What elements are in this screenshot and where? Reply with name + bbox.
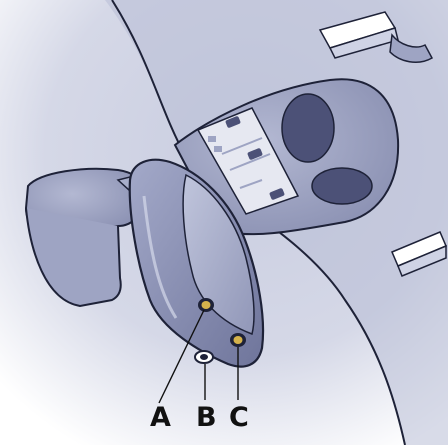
console-recess-upper xyxy=(282,94,334,162)
callout-b: B xyxy=(196,404,217,431)
console-recess-lower xyxy=(312,168,372,204)
sensor-b xyxy=(195,351,213,363)
callout-c: C xyxy=(229,404,249,431)
callout-a: A xyxy=(150,404,171,431)
button-a xyxy=(198,298,214,312)
button-c xyxy=(230,333,246,347)
